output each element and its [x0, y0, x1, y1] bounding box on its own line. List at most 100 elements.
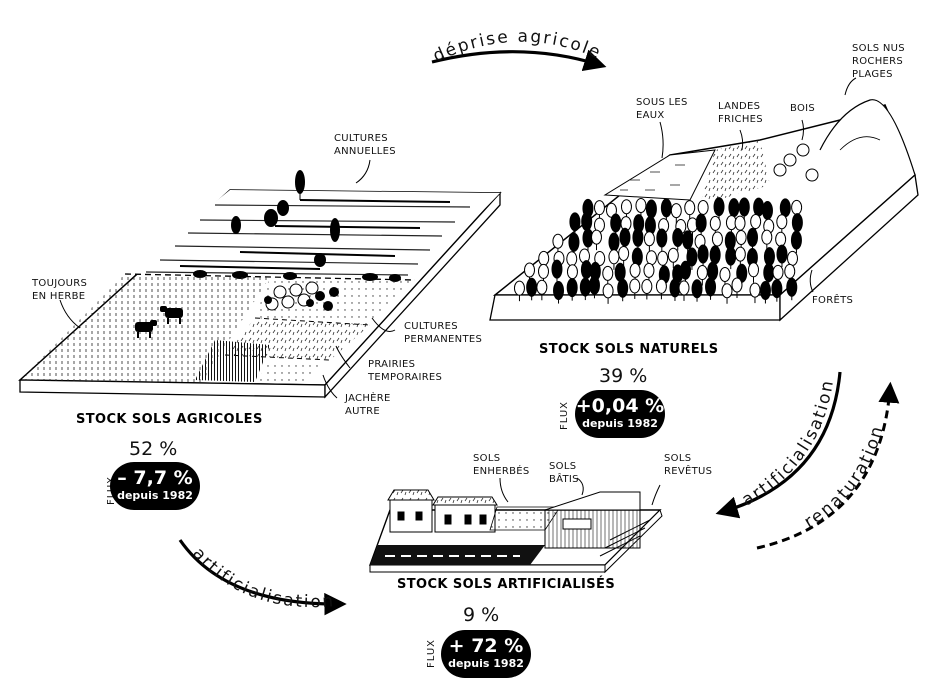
- tree-crown: [748, 262, 760, 278]
- agricole-flux-badge: – 7,7 % depuis 1982: [110, 462, 200, 510]
- tree-crown: [632, 227, 644, 247]
- tree-crown: [568, 232, 580, 252]
- artificialises-percent: 9 %: [463, 604, 500, 626]
- naturels-flux-badge: +0,04 % depuis 1982: [575, 390, 665, 438]
- tree-crown: [629, 278, 641, 294]
- tree-crown: [711, 231, 723, 247]
- agricole-flux-since: depuis 1982: [117, 489, 193, 502]
- artificialisation-left-arrow: [178, 539, 347, 616]
- tree-crown: [786, 277, 798, 297]
- tree-crown: [602, 283, 614, 299]
- agricole-percent: 52 %: [129, 438, 178, 460]
- tree-crown: [553, 281, 565, 301]
- artificial-land-illustration: [369, 489, 663, 574]
- tree-crown: [721, 283, 733, 299]
- tree-crown: [669, 278, 681, 298]
- artificialisation-left-label: artificialisation: [188, 544, 335, 613]
- tree-crown: [513, 280, 525, 296]
- tree-crown: [719, 267, 731, 283]
- tree-crown: [678, 280, 690, 296]
- tree-crown: [608, 232, 620, 252]
- tree-crown: [713, 197, 725, 217]
- tree-crown: [672, 228, 684, 248]
- tree-crown: [569, 212, 581, 232]
- label-bois: BOIS: [790, 103, 816, 114]
- tree-crown: [776, 244, 788, 264]
- tree-crown: [566, 264, 578, 280]
- forest-trees: [513, 143, 819, 304]
- tree-crown: [594, 250, 606, 266]
- tree-crown: [655, 278, 667, 294]
- tree-crown: [686, 247, 698, 267]
- tree-crown: [796, 143, 810, 157]
- tree-crown: [735, 229, 747, 245]
- tree-crown: [682, 230, 694, 250]
- tree-crown: [526, 277, 538, 297]
- artificialisation-right-label: artificialisation: [739, 378, 839, 511]
- tree-crown: [784, 263, 796, 279]
- tree-crown: [772, 264, 784, 280]
- tree-crown: [620, 199, 632, 215]
- tree-crown: [696, 265, 708, 281]
- cow-icon: [135, 306, 183, 338]
- tree-crown: [707, 261, 719, 281]
- tree-crown: [734, 246, 746, 262]
- tree-crown: [656, 228, 668, 248]
- tree-crown: [602, 265, 614, 281]
- tree-crown: [759, 280, 771, 300]
- tree-crown: [791, 199, 803, 215]
- tree-crown: [608, 249, 620, 265]
- tree-crown: [728, 198, 740, 218]
- tree-crown: [734, 215, 746, 231]
- tree-crown: [750, 214, 762, 230]
- tree-crown: [660, 198, 672, 218]
- tree-crown: [775, 231, 787, 247]
- artificialises-flux-badge: + 72 % depuis 1982: [441, 630, 531, 678]
- tree-crown: [790, 230, 802, 250]
- tree-crown: [536, 279, 548, 295]
- tree-crown: [680, 260, 692, 280]
- tree-crown: [551, 259, 563, 279]
- tree-crown: [761, 229, 773, 245]
- naturels-flux-since: depuis 1982: [582, 417, 658, 430]
- tree-crown: [590, 229, 602, 245]
- tree-crown: [538, 263, 550, 279]
- tree-crown: [695, 213, 707, 233]
- tree-crown: [593, 200, 605, 216]
- tree-crown: [614, 262, 626, 282]
- tree-crown: [725, 246, 737, 266]
- naturels-stock-title: STOCK SOLS NATURELS: [539, 342, 719, 357]
- artificialises-flux-label: FLUX: [426, 639, 437, 668]
- tree-crown: [667, 247, 679, 263]
- tree-crown: [787, 250, 799, 266]
- tree-crown: [753, 197, 765, 217]
- tree-crown: [617, 278, 629, 298]
- tree-crown: [697, 244, 709, 264]
- tree-crown: [805, 168, 819, 182]
- tree-crown: [763, 247, 775, 267]
- agricole-flux-value: – 7,7 %: [117, 467, 193, 489]
- tree-crown: [618, 245, 630, 261]
- tree-crown: [629, 262, 641, 278]
- tree-crown: [580, 260, 592, 280]
- tree-crown: [776, 214, 788, 230]
- tree-crown: [670, 203, 682, 219]
- tree-crown: [538, 250, 550, 266]
- tree-crown: [643, 231, 655, 247]
- tree-crown: [552, 233, 564, 249]
- tree-crown: [783, 153, 797, 167]
- artificialisation-right-arrow: [715, 371, 842, 519]
